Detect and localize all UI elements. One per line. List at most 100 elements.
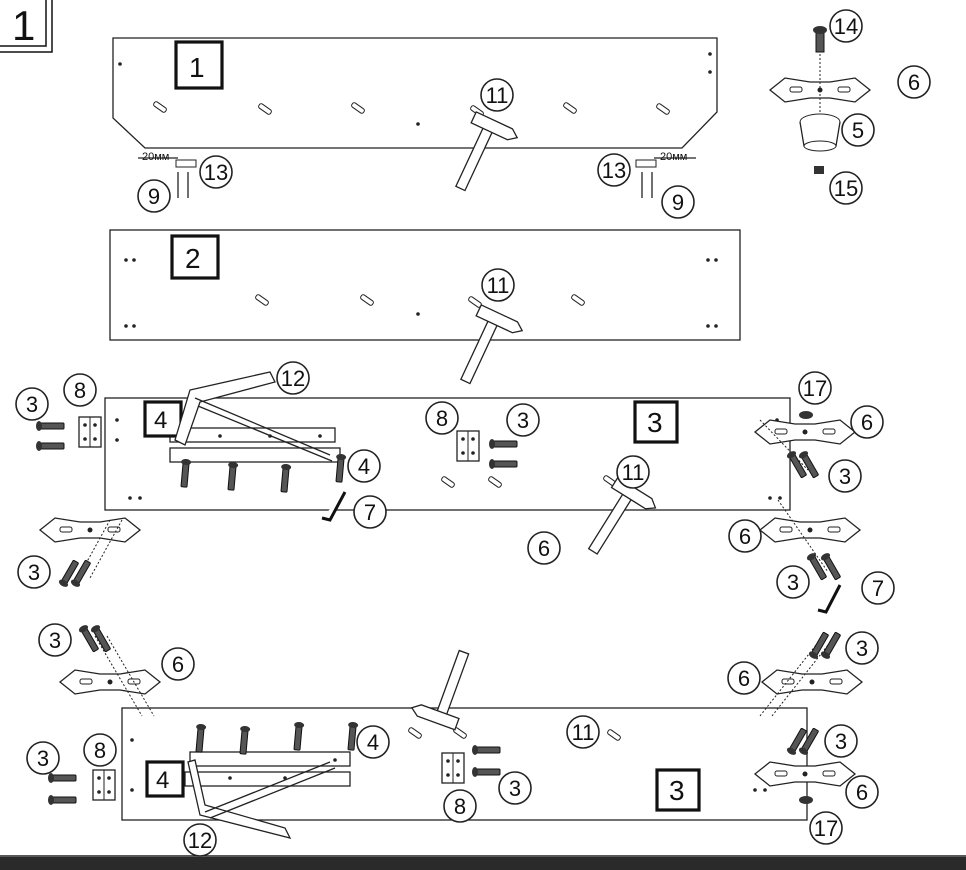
panel-label: 1	[189, 52, 205, 83]
callout-circle	[183, 823, 217, 857]
panel-label: 2	[185, 243, 201, 274]
callout-number: 13	[204, 160, 228, 185]
mounting-plate	[754, 761, 856, 787]
dimension-text: 20мм	[660, 151, 687, 163]
part-callout: 6	[727, 661, 761, 695]
mounting-plate	[761, 669, 863, 695]
callout-circle	[661, 185, 695, 219]
part-callout: 6	[897, 65, 931, 99]
callout-circle	[425, 401, 459, 435]
hex-key-icon	[817, 584, 842, 614]
part-callout: 14	[829, 9, 863, 43]
screw	[471, 744, 501, 756]
callout-number: 17	[803, 376, 827, 401]
part-callout: 9	[137, 179, 171, 213]
part-callout: 6	[527, 531, 561, 565]
step-label-box: 1	[0, 0, 53, 53]
dimension-right: 20мм	[635, 151, 696, 198]
callout-number: 6	[908, 70, 920, 95]
part-callout: 3	[26, 741, 60, 775]
callout-number: 9	[672, 190, 684, 215]
callout-circle	[597, 153, 631, 187]
part-callout: 17	[798, 371, 832, 405]
callout-circle	[443, 789, 477, 823]
leg-assembly	[769, 26, 871, 174]
part-callout: 5	[841, 113, 875, 147]
callout-circle	[616, 455, 650, 489]
part-callout: 6	[850, 405, 884, 439]
part-callout: 6	[845, 775, 879, 809]
callout-circle	[199, 155, 233, 189]
callout-circle	[845, 631, 879, 665]
callout-number: 11	[572, 720, 595, 745]
part-callout: 3	[828, 459, 862, 493]
part-callout: 17	[809, 811, 843, 845]
screw	[35, 420, 65, 432]
callout-circle	[850, 405, 884, 439]
screw	[47, 794, 77, 806]
panel-label: 3	[647, 407, 663, 438]
callout-circle	[829, 171, 863, 205]
callout-number: 7	[872, 576, 884, 601]
part-callout: 8	[63, 373, 97, 407]
glide-icon	[799, 796, 813, 804]
callout-circle	[829, 9, 863, 43]
part-callout: 3	[776, 565, 810, 599]
callout-circle	[798, 371, 832, 405]
dimension-left: 20мм	[138, 151, 197, 198]
callout-circle	[776, 565, 810, 599]
panel-label-box	[174, 40, 224, 90]
panel-label-box	[633, 400, 679, 444]
callout-circle	[481, 268, 515, 302]
corner-bracket	[456, 430, 480, 462]
callout-number: 3	[509, 776, 521, 801]
part-callout: 13	[597, 153, 631, 187]
screw	[47, 772, 77, 784]
callout-circle	[728, 519, 762, 553]
part-callout: 4	[347, 449, 381, 483]
callout-number: 11	[622, 460, 645, 485]
callout-circle	[566, 715, 600, 749]
callout-number: 3	[37, 746, 49, 771]
rail-label-box	[145, 760, 185, 798]
mounting-plate	[754, 419, 856, 445]
callout-circle	[828, 459, 862, 493]
rail-label: 4	[156, 767, 169, 794]
callout-circle	[727, 661, 761, 695]
rail-label: 4	[154, 407, 167, 434]
callout-number: 6	[739, 524, 751, 549]
part-callout: 6	[728, 519, 762, 553]
callout-number: 5	[852, 118, 864, 143]
corner-bracket	[78, 416, 102, 448]
callout-number: 3	[26, 392, 38, 417]
callout-number: 3	[49, 628, 61, 653]
callout-number: 6	[738, 666, 750, 691]
part-callout: 11	[480, 78, 514, 112]
part-callout: 11	[481, 268, 515, 302]
callout-number: 4	[358, 454, 370, 479]
mounting-plate	[39, 517, 141, 543]
callout-number: 8	[74, 378, 86, 403]
hex-key-icon	[321, 491, 347, 522]
callout-circle	[347, 449, 381, 483]
screw	[488, 458, 518, 470]
callout-circle	[506, 403, 540, 437]
part-callout: 3	[38, 623, 72, 657]
part-callout: 12	[276, 361, 310, 395]
part-callout: 13	[199, 155, 233, 189]
callout-circle	[137, 179, 171, 213]
callout-circle	[63, 373, 97, 407]
callout-circle	[161, 647, 195, 681]
part-callout: 3	[506, 403, 540, 437]
callout-number: 8	[436, 406, 448, 431]
callout-circle	[824, 724, 858, 758]
callout-circle	[527, 531, 561, 565]
corner-bracket	[92, 769, 116, 801]
part-callout: 8	[443, 789, 477, 823]
part-callout: 9	[661, 185, 695, 219]
callout-number: 11	[487, 273, 510, 298]
callout-number: 3	[839, 464, 851, 489]
part-callout: 12	[183, 823, 217, 857]
callout-number: 7	[364, 500, 376, 525]
